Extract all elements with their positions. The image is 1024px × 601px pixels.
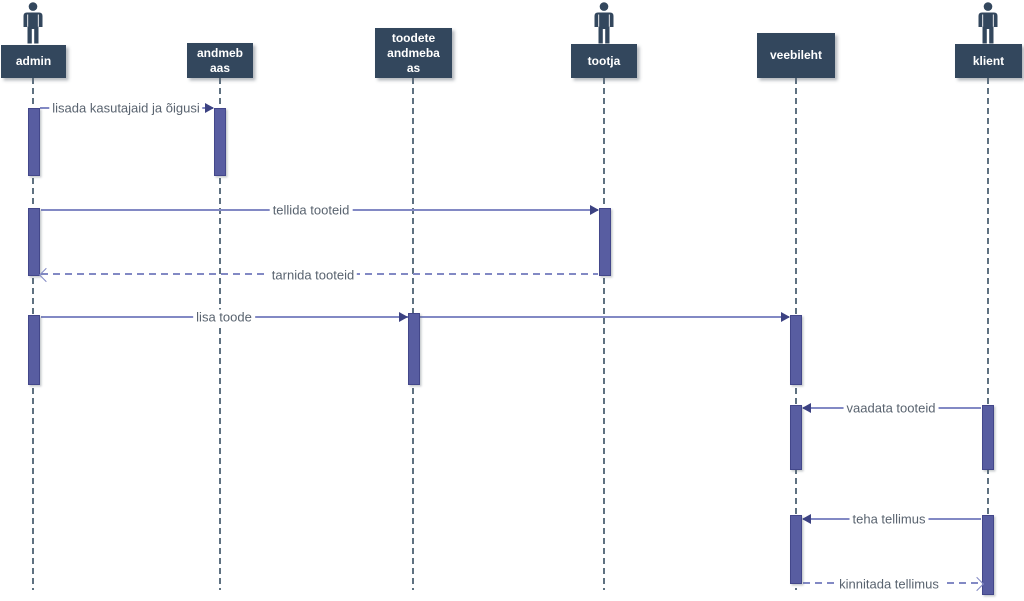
activation-bar-klient-10 <box>982 515 994 595</box>
arrowhead-filled-right-icon-0 <box>205 102 214 113</box>
actor-box-admin: admin <box>1 45 66 78</box>
lifeline-klient <box>987 78 989 590</box>
actor-label-tootja: tootja <box>587 53 621 68</box>
person-icon-glyph <box>23 2 43 44</box>
activation-bar-veebileht-7 <box>790 405 802 470</box>
message-label-0: lisada kasutajaid ja õigusi <box>49 100 203 115</box>
arrowhead-filled-right-icon-mid-3 <box>399 311 408 322</box>
actor-box-veebileht: veebileht <box>757 33 835 78</box>
actor-label-toodete-andmebaas: toodete andmeba as <box>387 30 440 75</box>
person-icon-glyph <box>594 2 614 44</box>
activation-bar-andmebaas-1 <box>214 108 226 176</box>
actor-label-klient: klient <box>972 53 1005 68</box>
actor-label-andmebaas: andmeb aas <box>196 45 243 75</box>
arrowhead-filled-right-icon-1 <box>590 204 599 215</box>
actor-box-klient: klient <box>955 44 1022 78</box>
message-label-1: tellida tooteid <box>269 202 353 217</box>
actor-box-andmebaas: andmeb aas <box>187 43 253 78</box>
lifeline-tootja <box>603 78 605 590</box>
activation-bar-tootja-3 <box>599 208 611 276</box>
person-icon-klient <box>973 2 1003 44</box>
activation-bar-veebileht-9 <box>790 515 802 584</box>
message-label-3: lisa toode <box>193 309 255 324</box>
person-icon-admin <box>18 2 48 44</box>
activation-bar-admin-0 <box>28 108 40 176</box>
person-icon-tootja <box>589 2 619 44</box>
arrowhead-open-left-icon-2 <box>38 267 54 283</box>
actor-box-tootja: tootja <box>571 44 637 78</box>
message-label-2: tarnida tooteid <box>268 267 358 282</box>
activation-bar-veebileht-6 <box>790 315 802 385</box>
arrowhead-filled-right-icon-3 <box>781 311 790 322</box>
activation-bar-toodete-andmebaas-5 <box>408 313 420 385</box>
actor-label-veebileht: veebileht <box>769 48 823 62</box>
actor-label-admin: admin <box>15 54 52 68</box>
activation-bar-admin-2 <box>28 208 40 276</box>
actor-box-toodete-andmebaas: toodete andmeba as <box>375 28 452 78</box>
lifeline-andmebaas <box>219 78 221 590</box>
arrowhead-filled-left-icon-4 <box>802 402 811 413</box>
person-icon-glyph <box>978 2 998 44</box>
message-label-6: kinnitada tellimus <box>836 576 942 591</box>
message-label-4: vaadata tooteid <box>843 400 939 415</box>
activation-bar-admin-4 <box>28 315 40 385</box>
arrowhead-filled-left-icon-5 <box>802 513 811 524</box>
activation-bar-klient-8 <box>982 405 994 470</box>
message-label-5: teha tellimus <box>849 511 929 526</box>
